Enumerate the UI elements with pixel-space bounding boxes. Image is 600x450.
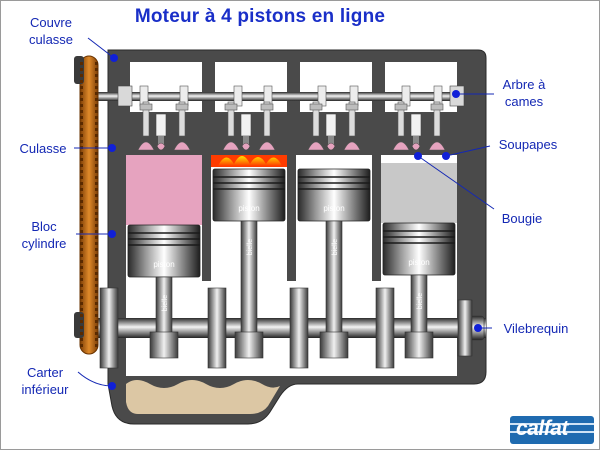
oil-sump (126, 380, 280, 414)
rod-label: bielle (162, 295, 169, 311)
combustion-chamber (126, 155, 202, 163)
crankshaft-icon (86, 287, 486, 369)
label-vilebrequin: Vilebrequin (503, 321, 569, 336)
label-bougie: Bougie (501, 211, 543, 226)
intake-mixture (126, 163, 202, 225)
label-bloc-cylindre: Bloc cylindre (21, 219, 67, 251)
piston-label: piston (408, 258, 429, 267)
rod-label: bielle (332, 239, 339, 255)
rod-label: bielle (417, 293, 424, 309)
combustion-chamber (296, 155, 372, 163)
leader-dots (108, 54, 482, 390)
valve-icon (428, 101, 446, 151)
cylinder-head-chamber (300, 62, 372, 112)
piston-label: piston (323, 204, 344, 213)
combustion-flame (218, 156, 282, 166)
label-couvre-culasse: Couvre culasse (28, 15, 74, 47)
piston: piston (297, 168, 371, 222)
label-soupapes: Soupapes (498, 137, 558, 152)
valve-icon (307, 101, 325, 151)
logo-text: calfat (516, 417, 568, 440)
connecting-rod: bielle (404, 274, 434, 359)
connecting-rod: bielle (319, 220, 349, 359)
cylinder-head-chamber (215, 62, 287, 112)
valve-icon (343, 101, 361, 151)
exhaust-gas (381, 163, 457, 223)
valve-icon (222, 101, 240, 151)
piston-label: piston (238, 204, 259, 213)
label-arbre-a-cames: Arbre à cames (502, 77, 546, 109)
valve-icon (137, 101, 155, 151)
spark-plug-icon (240, 113, 252, 151)
diagram-title: Moteur à 4 pistons en ligne (134, 6, 386, 27)
label-culasse: Culasse (19, 141, 67, 156)
spark-plug-icon (410, 113, 422, 151)
valve-icon (258, 101, 276, 151)
calfat-logo: calfat (510, 416, 594, 444)
timing-belt-icon (74, 55, 99, 355)
piston: piston (382, 222, 456, 276)
piston: piston (127, 224, 201, 278)
valve-icon (173, 101, 191, 151)
spark-plug-icon (325, 113, 337, 151)
piston-label: piston (153, 260, 174, 269)
valve-icon (392, 101, 410, 151)
piston: piston (212, 168, 286, 222)
connecting-rod: bielle (234, 220, 264, 359)
leader-lines (74, 37, 495, 387)
rod-label: bielle (247, 239, 254, 255)
label-carter-inferieur: Carter inférieur (21, 365, 69, 397)
cylinder-head-chamber (385, 62, 457, 112)
spark-plug-icon (155, 113, 167, 151)
connecting-rod: bielle (149, 276, 179, 359)
